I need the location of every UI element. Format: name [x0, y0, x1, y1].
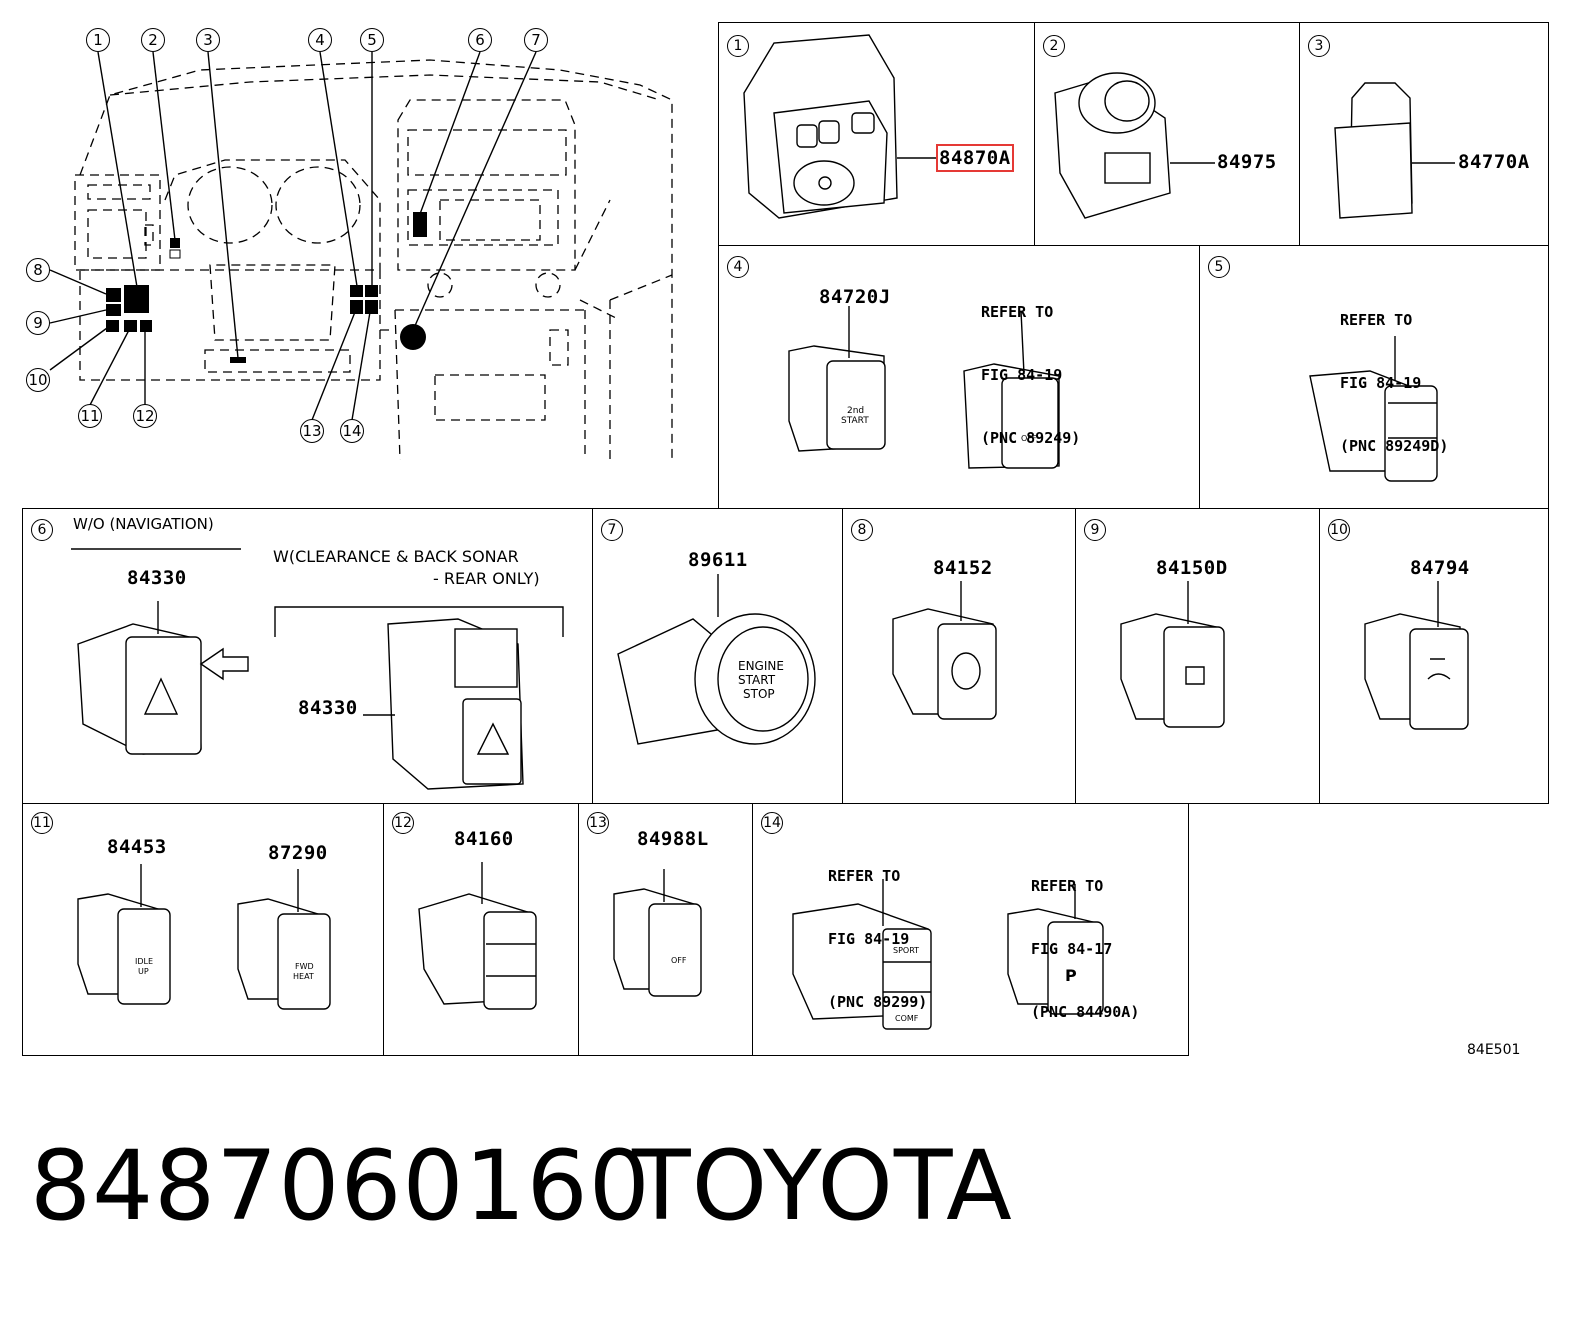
button-legend: OFF	[671, 956, 687, 965]
cell-number: 13	[587, 812, 609, 834]
cell-5: 5 REFER TO FIG 84-19 (PNC 89249D)	[1199, 245, 1549, 509]
locator-callout: 8	[26, 258, 50, 282]
reference-note: REFER TO FIG 84-19 (PNC 89299)	[828, 867, 928, 1011]
footer-part-number: 8487060160	[30, 1130, 651, 1242]
cell-number: 9	[1084, 519, 1106, 541]
locator-callout: 13	[300, 419, 324, 443]
button-legend: IDLE	[135, 957, 154, 966]
locator-callout: 2	[141, 28, 165, 52]
part-number[interactable]: 84770A	[1458, 151, 1530, 173]
cell-title: W/O (NAVIGATION)	[73, 515, 214, 533]
locator-callout: 10	[26, 368, 50, 392]
cell-number: 6	[31, 519, 53, 541]
cell-number: 11	[31, 812, 53, 834]
cell-number: 5	[1208, 256, 1230, 278]
reference-note: REFER TO FIG 84-19 (PNC 89249)	[981, 303, 1081, 447]
part-number-highlighted[interactable]: 84870A	[936, 144, 1014, 172]
locator-callout: 6	[468, 28, 492, 52]
reference-note: REFER TO FIG 84-19 (PNC 89249D)	[1340, 311, 1449, 455]
part-number[interactable]: 84975	[1217, 151, 1277, 173]
button-legend: 2nd	[847, 406, 865, 416]
part-number[interactable]: 84453	[107, 836, 167, 858]
part-number[interactable]: 84160	[454, 828, 514, 850]
cell-number: 12	[392, 812, 414, 834]
part-number[interactable]: 84152	[933, 557, 993, 579]
part-number[interactable]: 84330	[127, 567, 187, 589]
cell-number: 7	[601, 519, 623, 541]
button-legend: HEAT	[293, 972, 314, 981]
cell-7: 7 89611 ENGINE START STOP	[592, 508, 843, 804]
locator-callout: 4	[308, 28, 332, 52]
cell-13: 13 84988L OFF	[578, 803, 753, 1056]
cell-14: 14 REFER TO FIG 84-19 (PNC 89299) REFER …	[752, 803, 1189, 1056]
cell-number: 14	[761, 812, 783, 834]
cell-number: 8	[851, 519, 873, 541]
cell-1: 1 84870A	[718, 22, 1035, 246]
button-legend: COMF	[895, 1014, 919, 1023]
cell-6: 6 W/O (NAVIGATION) W(CLEARANCE & BACK SO…	[22, 508, 593, 804]
reference-note: REFER TO FIG 84-17 (PNC 84490A)	[1031, 877, 1140, 1021]
cell-2: 2 84975	[1034, 22, 1300, 246]
condition-note: - REAR ONLY)	[433, 569, 540, 588]
cell-9: 9 84150D	[1075, 508, 1320, 804]
footer-brand: TOYOTA	[632, 1130, 1013, 1242]
cell-10: 10 84794	[1319, 508, 1549, 804]
locator-callout: 12	[133, 404, 157, 428]
cell-number: 10	[1328, 519, 1350, 541]
cell-number: 1	[727, 35, 749, 57]
locator-callout: 5	[360, 28, 384, 52]
button-legend: UP	[138, 967, 149, 976]
part-number[interactable]: 87290	[268, 842, 328, 864]
button-legend: START	[841, 416, 869, 426]
condition-note: W(CLEARANCE & BACK SONAR	[273, 547, 519, 566]
cell-4: 4 84720J REFER TO FIG 84-19 (PNC 89249) …	[718, 245, 1200, 509]
dashboard-locator-drawing	[49, 51, 673, 461]
button-legend: OFF	[1021, 434, 1037, 443]
cell-8: 8 84152	[842, 508, 1076, 804]
locator-callout: 1	[86, 28, 110, 52]
part-number[interactable]: 89611	[688, 549, 748, 571]
cell-3: 3 84770A	[1299, 22, 1549, 246]
locator-callout: 14	[340, 419, 364, 443]
part-number[interactable]: 84794	[1410, 557, 1470, 579]
part-number[interactable]: 84330	[298, 697, 358, 719]
cell-number: 3	[1308, 35, 1330, 57]
locator-callout: 9	[26, 311, 50, 335]
cell-number: 2	[1043, 35, 1065, 57]
cell-12: 12 84160	[383, 803, 579, 1056]
button-legend: START	[738, 673, 776, 687]
cell-number: 4	[727, 256, 749, 278]
button-legend: P	[1065, 966, 1077, 985]
part-number[interactable]: 84720J	[819, 286, 891, 308]
button-legend: STOP	[743, 687, 775, 701]
diagram-code: 84E501	[1467, 1042, 1521, 1058]
button-legend: SPORT	[893, 946, 920, 955]
cell-11: 11 84453 87290 IDLE UP FWD HEAT	[22, 803, 384, 1056]
button-legend: FWD	[295, 962, 314, 971]
locator-callout: 7	[524, 28, 548, 52]
locator-callout: 3	[196, 28, 220, 52]
button-legend: ENGINE	[738, 659, 784, 673]
locator-callout: 11	[78, 404, 102, 428]
part-number[interactable]: 84150D	[1156, 557, 1228, 579]
part-number[interactable]: 84988L	[637, 828, 709, 850]
